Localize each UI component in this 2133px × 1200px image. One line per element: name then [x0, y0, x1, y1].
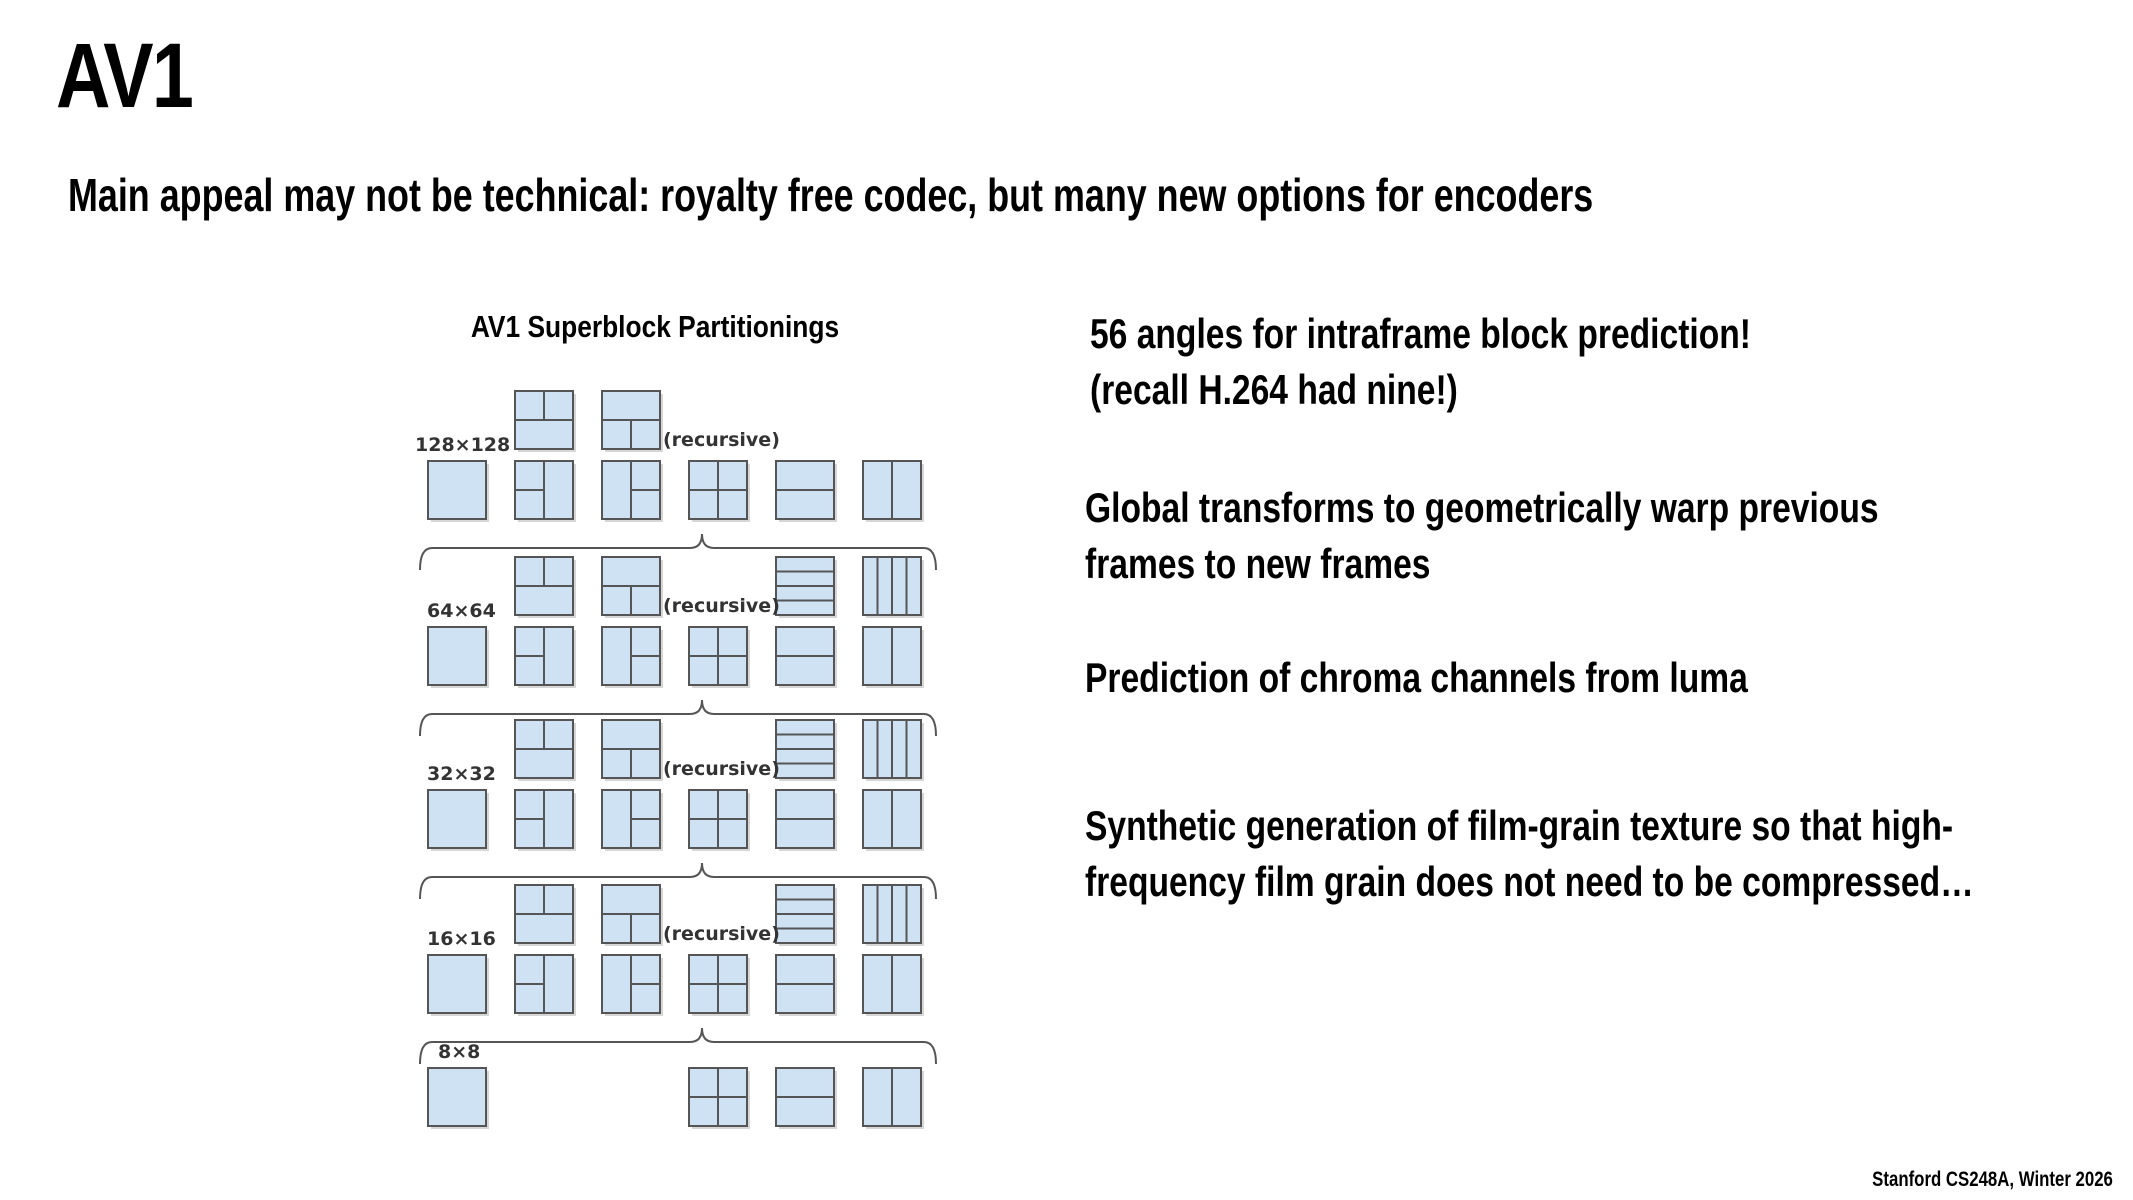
level-size-label: 128×128: [415, 434, 510, 456]
block-rect: [427, 460, 487, 520]
partition-block-vert: [862, 626, 924, 688]
partition-block-split-h-top: [514, 390, 576, 452]
level-size-label: 32×32: [427, 763, 496, 785]
partition-block-quad: [688, 460, 750, 522]
partition-block-split-h-top: [514, 719, 576, 781]
partition-block-quad: [688, 954, 750, 1016]
bullet-intra-angles: 56 angles for intraframe block predictio…: [1090, 306, 1751, 418]
block-rect: [427, 789, 487, 849]
level-brace: [419, 699, 937, 737]
bullet-line: Synthetic generation of film-grain textu…: [1085, 802, 1954, 849]
partition-block-horz4: [775, 884, 837, 946]
slide-subtitle: Main appeal may not be technical: royalt…: [68, 169, 1594, 221]
partition-block-horz: [775, 626, 837, 688]
partition-block-vert: [862, 1067, 924, 1129]
partition-block-split-v-left: [514, 954, 576, 1016]
partition-block-split-h-bottom: [601, 556, 663, 618]
partition-block-horz4: [775, 556, 837, 618]
partition-block-vert4: [862, 556, 924, 618]
partition-block-vert: [862, 460, 924, 522]
bullet-line: Prediction of chroma channels from luma: [1085, 654, 1748, 701]
partition-block-split-v-left: [514, 789, 576, 851]
level-brace: [419, 1027, 937, 1065]
partition-block-split-v-left: [514, 626, 576, 688]
partition-block-horz4: [775, 719, 837, 781]
bullet-global-transforms: Global transforms to geometrically warp …: [1085, 480, 1879, 592]
partition-block-horz: [775, 1067, 837, 1129]
partition-block-none: [427, 460, 489, 522]
partition-block-quad: [688, 626, 750, 688]
block-rect: [427, 954, 487, 1014]
partition-block-split-h-bottom: [601, 884, 663, 946]
block-rect: [427, 1067, 487, 1127]
partition-block-quad: [688, 789, 750, 851]
partition-block-vert4: [862, 884, 924, 946]
level-size-label: 8×8: [438, 1041, 480, 1063]
slide-footer: Stanford CS248A, Winter 2026: [1872, 1168, 2113, 1191]
recursive-label: (recursive): [663, 595, 780, 617]
level-size-label: 16×16: [427, 928, 496, 950]
bullet-line: Global transforms to geometrically warp …: [1085, 484, 1879, 531]
recursive-label: (recursive): [663, 429, 780, 451]
partition-block-horz: [775, 954, 837, 1016]
bullet-line: frames to new frames: [1085, 540, 1431, 587]
partition-block-split-v-left: [514, 460, 576, 522]
recursive-label: (recursive): [663, 923, 780, 945]
partition-block-none: [427, 789, 489, 851]
bullet-line: (recall H.264 had nine!): [1090, 366, 1458, 413]
partition-block-split-h-bottom: [601, 390, 663, 452]
partition-block-vert: [862, 789, 924, 851]
level-brace: [419, 862, 937, 900]
level-size-label: 64×64: [427, 600, 496, 622]
partition-block-split-v-right: [601, 954, 663, 1016]
partition-block-vert: [862, 954, 924, 1016]
level-brace: [419, 533, 937, 571]
bullet-chroma-from-luma: Prediction of chroma channels from luma: [1085, 650, 1748, 706]
slide-title: AV1: [56, 25, 194, 127]
bullet-line: frequency film grain does not need to be…: [1085, 858, 1974, 905]
diagram-title: AV1 Superblock Partitionings: [471, 310, 839, 344]
bullet-line: 56 angles for intraframe block predictio…: [1090, 310, 1751, 357]
partition-block-split-h-top: [514, 884, 576, 946]
partition-block-horz: [775, 789, 837, 851]
partition-block-split-v-right: [601, 626, 663, 688]
partition-block-horz: [775, 460, 837, 522]
block-rect: [427, 626, 487, 686]
recursive-label: (recursive): [663, 758, 780, 780]
partition-block-none: [427, 954, 489, 1016]
partition-block-none: [427, 1067, 489, 1129]
partition-block-none: [427, 626, 489, 688]
bullet-film-grain: Synthetic generation of film-grain textu…: [1085, 798, 1974, 910]
partition-block-split-v-right: [601, 460, 663, 522]
partition-block-split-v-right: [601, 789, 663, 851]
partition-block-quad: [688, 1067, 750, 1129]
partition-block-split-h-top: [514, 556, 576, 618]
partition-block-split-h-bottom: [601, 719, 663, 781]
partition-block-vert4: [862, 719, 924, 781]
